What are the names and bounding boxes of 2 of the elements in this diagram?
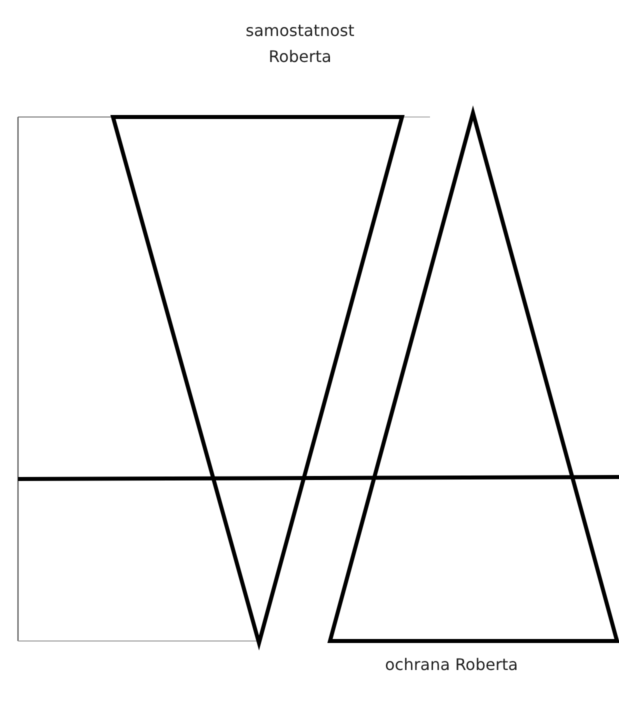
axis-label: samostatnost Roberta xyxy=(244,20,356,68)
axis-label: ochrana Roberta xyxy=(385,654,519,676)
